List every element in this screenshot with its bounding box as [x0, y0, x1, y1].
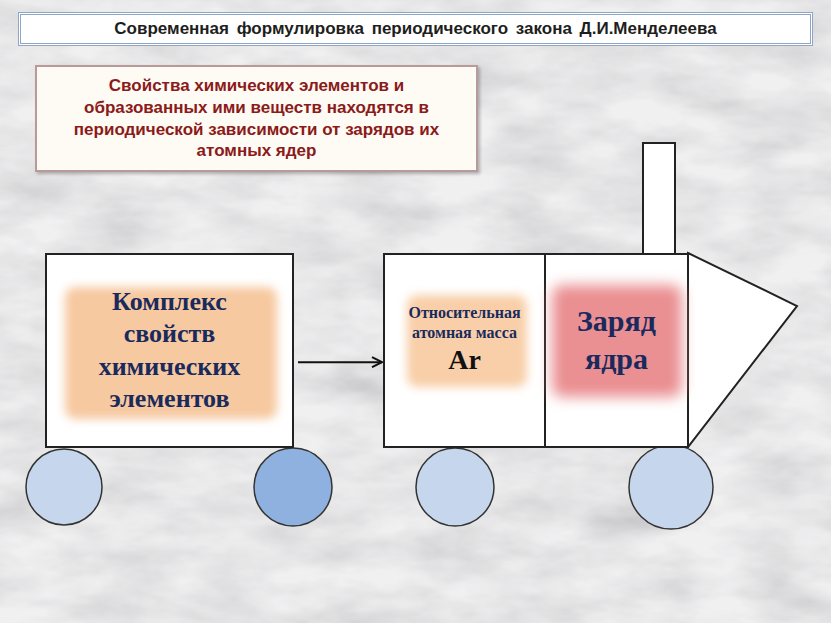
node-text: Заряд ядра — [557, 302, 677, 377]
title-text: Современная формулировка периодического … — [114, 19, 716, 39]
node-text: Ar — [448, 344, 481, 376]
nuclear-charge-compartment: Заряд ядра — [544, 253, 689, 448]
title-bar: Современная формулировка периодического … — [18, 12, 813, 46]
wheel — [254, 448, 332, 526]
wheel — [26, 449, 102, 525]
highlight-patch — [552, 285, 682, 397]
law-statement-box: Свойства химических элементов и образова… — [35, 65, 478, 172]
atomic-mass-compartment: Относительная атомная массаAr — [383, 253, 546, 448]
locomotive-nose — [688, 253, 797, 447]
node-text: Свойства химических элементов и образова… — [49, 75, 464, 162]
wagon-box: Комплекс свойств химических элементов — [45, 253, 294, 448]
node-text: Относительная атомная масса — [390, 303, 540, 345]
wheel — [416, 448, 494, 526]
node-text: Комплекс свойств химических элементов — [75, 286, 265, 416]
wheel — [629, 445, 713, 529]
chimney — [643, 143, 675, 255]
arrow-connector — [298, 361, 382, 363]
